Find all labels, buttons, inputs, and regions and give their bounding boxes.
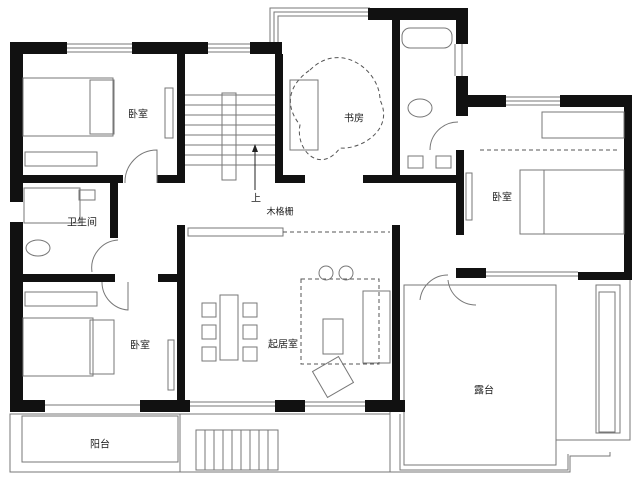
- room-label-living-room: 起居室: [268, 339, 298, 351]
- room-label-bedroom: 卧室: [130, 340, 150, 352]
- bed: [22, 77, 114, 137]
- sofa: [289, 79, 319, 151]
- room-label-bedroom: 卧室: [492, 192, 512, 204]
- planter: [598, 291, 616, 433]
- bathtub: [401, 27, 453, 49]
- wardrobe: [24, 291, 98, 307]
- room-label-study: 书房: [344, 113, 364, 125]
- furniture: [22, 27, 625, 433]
- entry-steps: [195, 429, 279, 471]
- sofa: [362, 290, 391, 364]
- room-label-terrace: 露台: [474, 385, 494, 397]
- doors: [91, 121, 477, 311]
- staircase: [185, 92, 275, 190]
- wardrobe: [24, 151, 98, 167]
- study-balcony-outline: [269, 7, 463, 76]
- room-label-bathroom: 卫生间: [67, 217, 97, 229]
- bed: [543, 169, 625, 235]
- room-label-balcony: 阳台: [90, 439, 110, 451]
- bed: [22, 317, 94, 377]
- wood-grille-label: 木格栅: [266, 207, 294, 218]
- wood-grille: [187, 227, 284, 237]
- armchair: [311, 355, 355, 399]
- walls: [10, 8, 632, 412]
- coffee-table: [322, 318, 344, 355]
- room-label-bedroom: 卧室: [128, 109, 148, 121]
- balcony-outline: [9, 413, 391, 473]
- stair-up-label: 上: [251, 193, 261, 205]
- terrace-outline: [389, 280, 631, 473]
- wardrobe: [541, 111, 625, 139]
- windows: [45, 43, 578, 407]
- dining-table: [219, 294, 239, 361]
